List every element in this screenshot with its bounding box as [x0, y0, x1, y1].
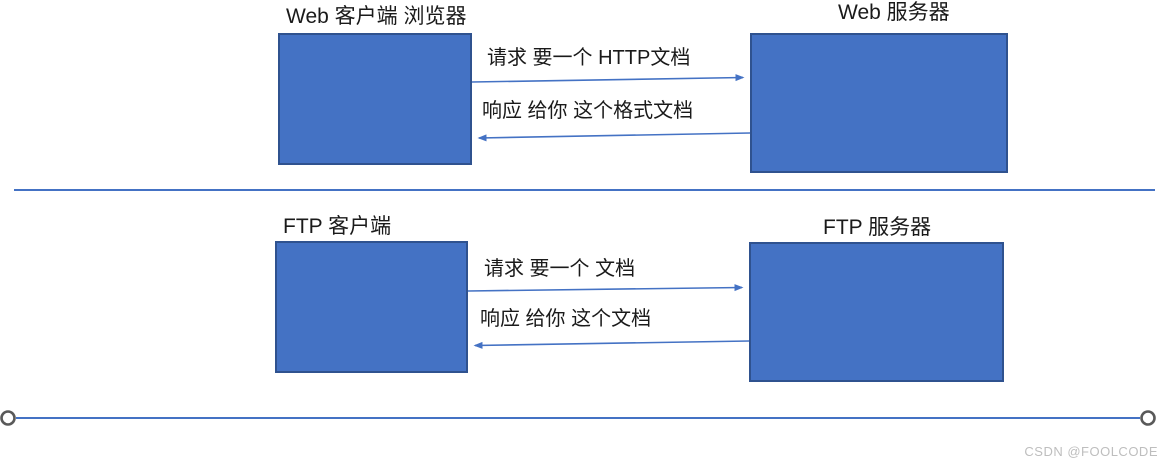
- ftp-client-box: [275, 241, 468, 373]
- ftp-response-label: 响应 给你 这个文档: [480, 308, 652, 330]
- ftp-request-label: 请求 要一个 文档: [484, 258, 636, 280]
- web-response-arrow: [477, 132, 751, 142]
- web-client-label: Web 客户端 浏览器: [286, 5, 467, 28]
- left-endpoint-circle: [0, 410, 16, 426]
- ftp-response-arrow: [473, 340, 750, 349]
- ftp-server-label: FTP 服务器: [823, 216, 932, 239]
- web-server-box: [750, 33, 1008, 173]
- ftp-client-label: FTP 客户端: [283, 215, 392, 238]
- web-server-label: Web 服务器: [838, 1, 950, 24]
- web-response-label: 响应 给你 这个格式文档: [482, 100, 694, 122]
- web-client-box: [278, 33, 472, 165]
- watermark-text: CSDN @FOOLCODE: [1024, 444, 1158, 459]
- web-request-label: 请求 要一个 HTTP文档: [487, 47, 691, 69]
- ftp-request-arrow: [467, 284, 744, 292]
- right-endpoint-circle: [1140, 410, 1156, 426]
- web-request-arrow: [471, 74, 745, 83]
- ftp-server-box: [749, 242, 1004, 382]
